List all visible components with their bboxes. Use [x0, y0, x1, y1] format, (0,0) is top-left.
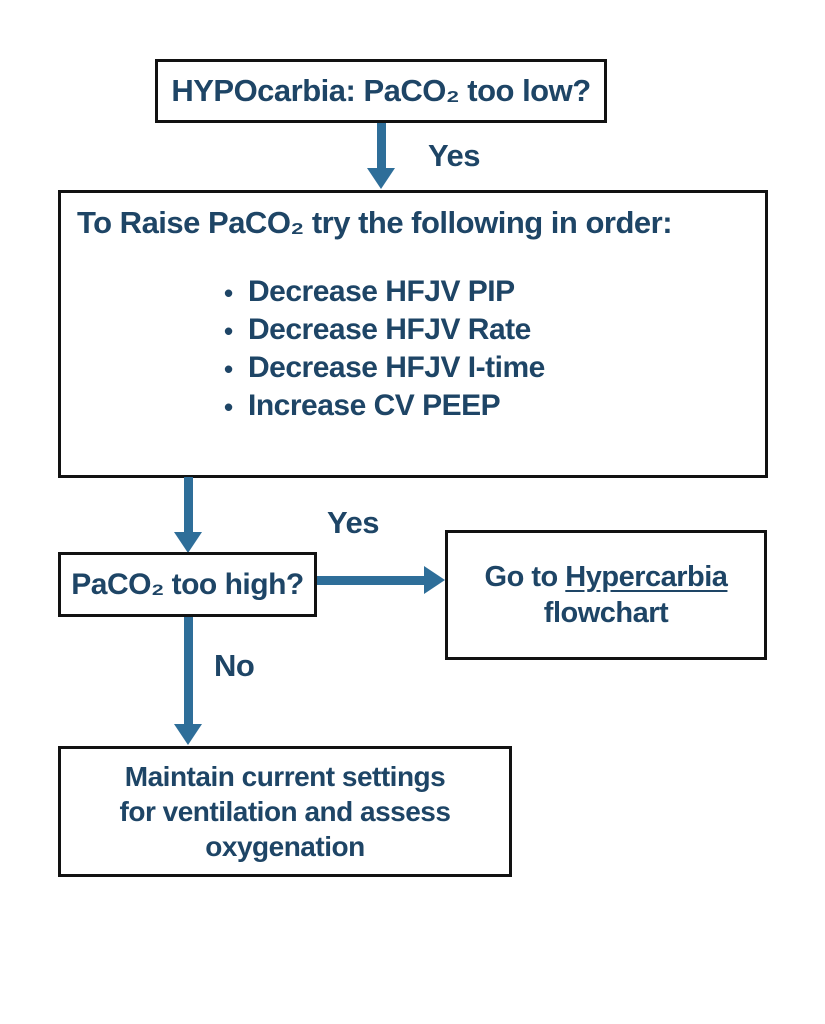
bullet-decrease-itime: Decrease HFJV I-time	[224, 349, 765, 388]
edge-label-no: No	[214, 648, 255, 683]
node-hypocarbia-question: HYPOcarbia: PaCO₂ too low?	[155, 59, 607, 123]
edge-label-yes-top: Yes	[428, 138, 480, 173]
maintain-line-1: Maintain current settings	[124, 761, 446, 792]
node-maintain-settings: Maintain current settings for ventilatio…	[58, 746, 512, 877]
node-raise-paco2: To Raise PaCO₂ try the following in orde…	[58, 190, 768, 478]
maintain-line-3: oxygenation	[205, 831, 365, 862]
hypercarbia-link[interactable]: Hypercarbia	[565, 561, 728, 593]
edge-label-yes-right: Yes	[327, 505, 379, 540]
arrow-yes-top-stem	[377, 123, 386, 169]
arrow-to-decision-stem	[184, 477, 193, 533]
paco2-too-high-text: PaCO₂ too high?	[71, 567, 304, 601]
hypocarbia-question-text: HYPOcarbia: PaCO₂ too low?	[171, 73, 591, 108]
bullet-decrease-rate: Decrease HFJV Rate	[224, 311, 765, 350]
goto-hypercarbia-text: Go to Hypercarbia flowchart	[485, 559, 728, 631]
arrow-no-down-stem	[184, 617, 193, 725]
arrow-to-decision-head	[174, 532, 202, 553]
arrow-no-down-head	[174, 724, 202, 745]
raise-paco2-heading: To Raise PaCO₂ try the following in orde…	[77, 205, 673, 240]
bullet-increase-peep: Increase CV PEEP	[224, 387, 765, 426]
arrow-yes-top-head	[367, 168, 395, 189]
bullet-decrease-pip: Decrease HFJV PIP	[224, 273, 765, 312]
node-goto-hypercarbia: Go to Hypercarbia flowchart	[445, 530, 767, 660]
arrow-yes-right-stem	[317, 576, 425, 585]
arrow-yes-right-head	[424, 566, 445, 594]
raise-paco2-bullet-list: Decrease HFJV PIP Decrease HFJV Rate Dec…	[224, 273, 765, 426]
goto-suffix: flowchart	[543, 597, 669, 629]
goto-prefix: Go to	[484, 561, 566, 593]
node-paco2-too-high: PaCO₂ too high?	[58, 552, 317, 617]
maintain-line-2: for ventilation and assess	[119, 796, 451, 827]
